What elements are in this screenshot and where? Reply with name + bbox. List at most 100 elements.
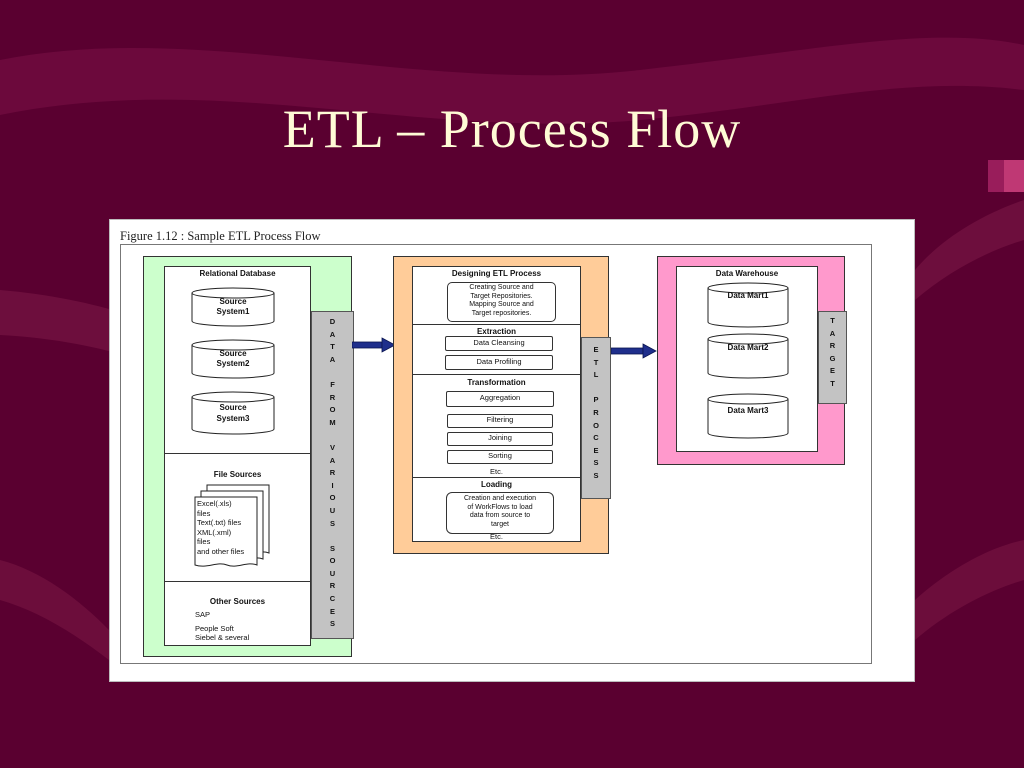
file-line-1: Excel(.xls) <box>197 499 232 508</box>
strip-letter <box>331 429 333 442</box>
other-sources-list: SAP People Soft Siebel & several <box>195 610 305 643</box>
divider <box>413 324 580 325</box>
strip-letter: T <box>830 378 835 388</box>
strip-letter: O <box>329 493 336 503</box>
strip-letter: R <box>329 392 336 402</box>
source-system-1-line1: Source <box>219 297 247 306</box>
strip-letter: S <box>329 518 335 528</box>
source-system-3-line1: Source <box>219 403 247 412</box>
file-line-2: files <box>197 508 211 518</box>
designing-etl-title: Designing ETL Process <box>451 269 542 278</box>
divider <box>413 477 580 478</box>
strip-letter: E <box>593 345 599 354</box>
data-mart-2-label: Data Mart2 <box>727 343 769 352</box>
strip-letter <box>595 382 597 395</box>
transformation-etc: Etc. <box>490 467 503 476</box>
strip-letter: T <box>593 357 599 367</box>
figure-panel: Figure 1.12 : Sample ETL Process Flow Re… <box>109 219 915 682</box>
data-mart-1: Data Mart1 <box>707 282 789 328</box>
strip-letter: O <box>329 556 336 566</box>
flow-arrow-icon <box>352 337 396 353</box>
database-cylinder-icon <box>191 287 275 327</box>
data-mart-1-label: Data Mart1 <box>727 291 769 300</box>
design-description-box: Creating Source and Target Repositories.… <box>447 282 556 322</box>
data-warehouse-box: Data Warehouse Data Mart1 Data Mart2 <box>676 266 818 452</box>
other-source-1: SAP <box>195 610 211 619</box>
strip-letter: A <box>329 455 336 465</box>
sources-panel: Relational Database Source System1 <box>143 256 354 657</box>
loading-line-4: target <box>491 520 509 528</box>
strip-letter: S <box>593 470 599 480</box>
strip-letter <box>331 530 333 543</box>
database-cylinder-icon <box>707 393 789 439</box>
strip-letter: L <box>593 370 599 380</box>
source-system-2: Source System2 <box>191 339 275 379</box>
source-system-3: Source System3 <box>191 391 275 435</box>
data-mart-3: Data Mart3 <box>707 393 789 439</box>
source-system-1: Source System1 <box>191 287 275 327</box>
strip-letter: E <box>829 366 835 376</box>
design-line-3: Mapping Source and <box>469 301 534 308</box>
divider <box>413 374 580 375</box>
strip-letter: F <box>330 379 335 389</box>
sources-inner-box: Relational Database Source System1 <box>164 266 311 646</box>
loading-title: Loading <box>480 480 513 489</box>
strip-letter: O <box>593 420 599 430</box>
design-line-2: Target Repositories. <box>470 292 533 300</box>
source-system-1-line2: System1 <box>216 307 250 316</box>
strip-letter: E <box>329 606 335 616</box>
other-source-3: Siebel & several <box>195 633 250 642</box>
file-line-4: XML(.xml) <box>197 527 232 537</box>
strip-letter: I <box>331 480 334 490</box>
other-sources-title: Other Sources <box>209 597 266 606</box>
strip-letter: T <box>830 316 835 325</box>
file-sources-text: Excel(.xls) files Text(.txt) files XML(.… <box>197 499 263 556</box>
file-line-5: files <box>197 537 211 546</box>
strip-letter: A <box>829 328 836 338</box>
other-source-2: People Soft <box>195 623 234 633</box>
source-system-2-line1: Source <box>219 349 247 358</box>
joining-box: Joining <box>447 432 553 446</box>
strip-letter: U <box>329 505 336 515</box>
aggregation-box: Aggregation <box>446 391 554 407</box>
divider <box>165 581 310 582</box>
loading-line-3: data from source to <box>469 512 531 519</box>
sorting-box: Sorting <box>447 450 553 464</box>
file-sources-documents: Excel(.xls) files Text(.txt) files XML(.… <box>193 483 273 575</box>
strip-letter: R <box>593 407 599 417</box>
etl-process-panel: Designing ETL Process Creating Source an… <box>393 256 611 554</box>
strip-letter: C <box>593 433 599 443</box>
diagram-frame: Relational Database Source System1 <box>120 244 872 664</box>
file-sources-title: File Sources <box>213 470 262 479</box>
data-warehouse-title: Data Warehouse <box>715 269 779 278</box>
data-cleansing-box: Data Cleansing <box>445 336 553 351</box>
loading-etc: Etc. <box>490 532 503 541</box>
relational-database-title: Relational Database <box>199 269 276 278</box>
extraction-title: Extraction <box>476 327 517 336</box>
strip-letter: V <box>329 442 335 452</box>
document-stack-icon <box>194 484 270 567</box>
strip-letter: R <box>829 341 836 351</box>
design-line-4: Target repositories. <box>471 309 532 317</box>
data-mart-3-label: Data Mart3 <box>727 406 769 415</box>
strip-letter: C <box>329 594 336 604</box>
data-profiling-box: Data Profiling <box>445 355 553 370</box>
loading-line-1: Creation and execution <box>464 495 536 502</box>
strip-letter: O <box>329 405 336 415</box>
strip-letter: T <box>330 342 335 352</box>
design-line-1: Creating Source and <box>469 284 534 291</box>
strip-letter: R <box>329 581 336 591</box>
file-line-3: Text(.txt) files <box>197 518 242 527</box>
loading-description-box: Creation and execution of WorkFlows to l… <box>446 492 554 534</box>
source-system-2-line2: System2 <box>216 359 250 368</box>
data-mart-2: Data Mart2 <box>707 333 789 379</box>
database-cylinder-icon <box>707 282 789 328</box>
file-line-6: and other files <box>197 546 245 556</box>
flow-arrow-icon <box>611 343 657 359</box>
strip-letter <box>331 366 333 379</box>
strip-letter: G <box>829 353 836 363</box>
slide-title: ETL – Process Flow <box>282 99 742 159</box>
